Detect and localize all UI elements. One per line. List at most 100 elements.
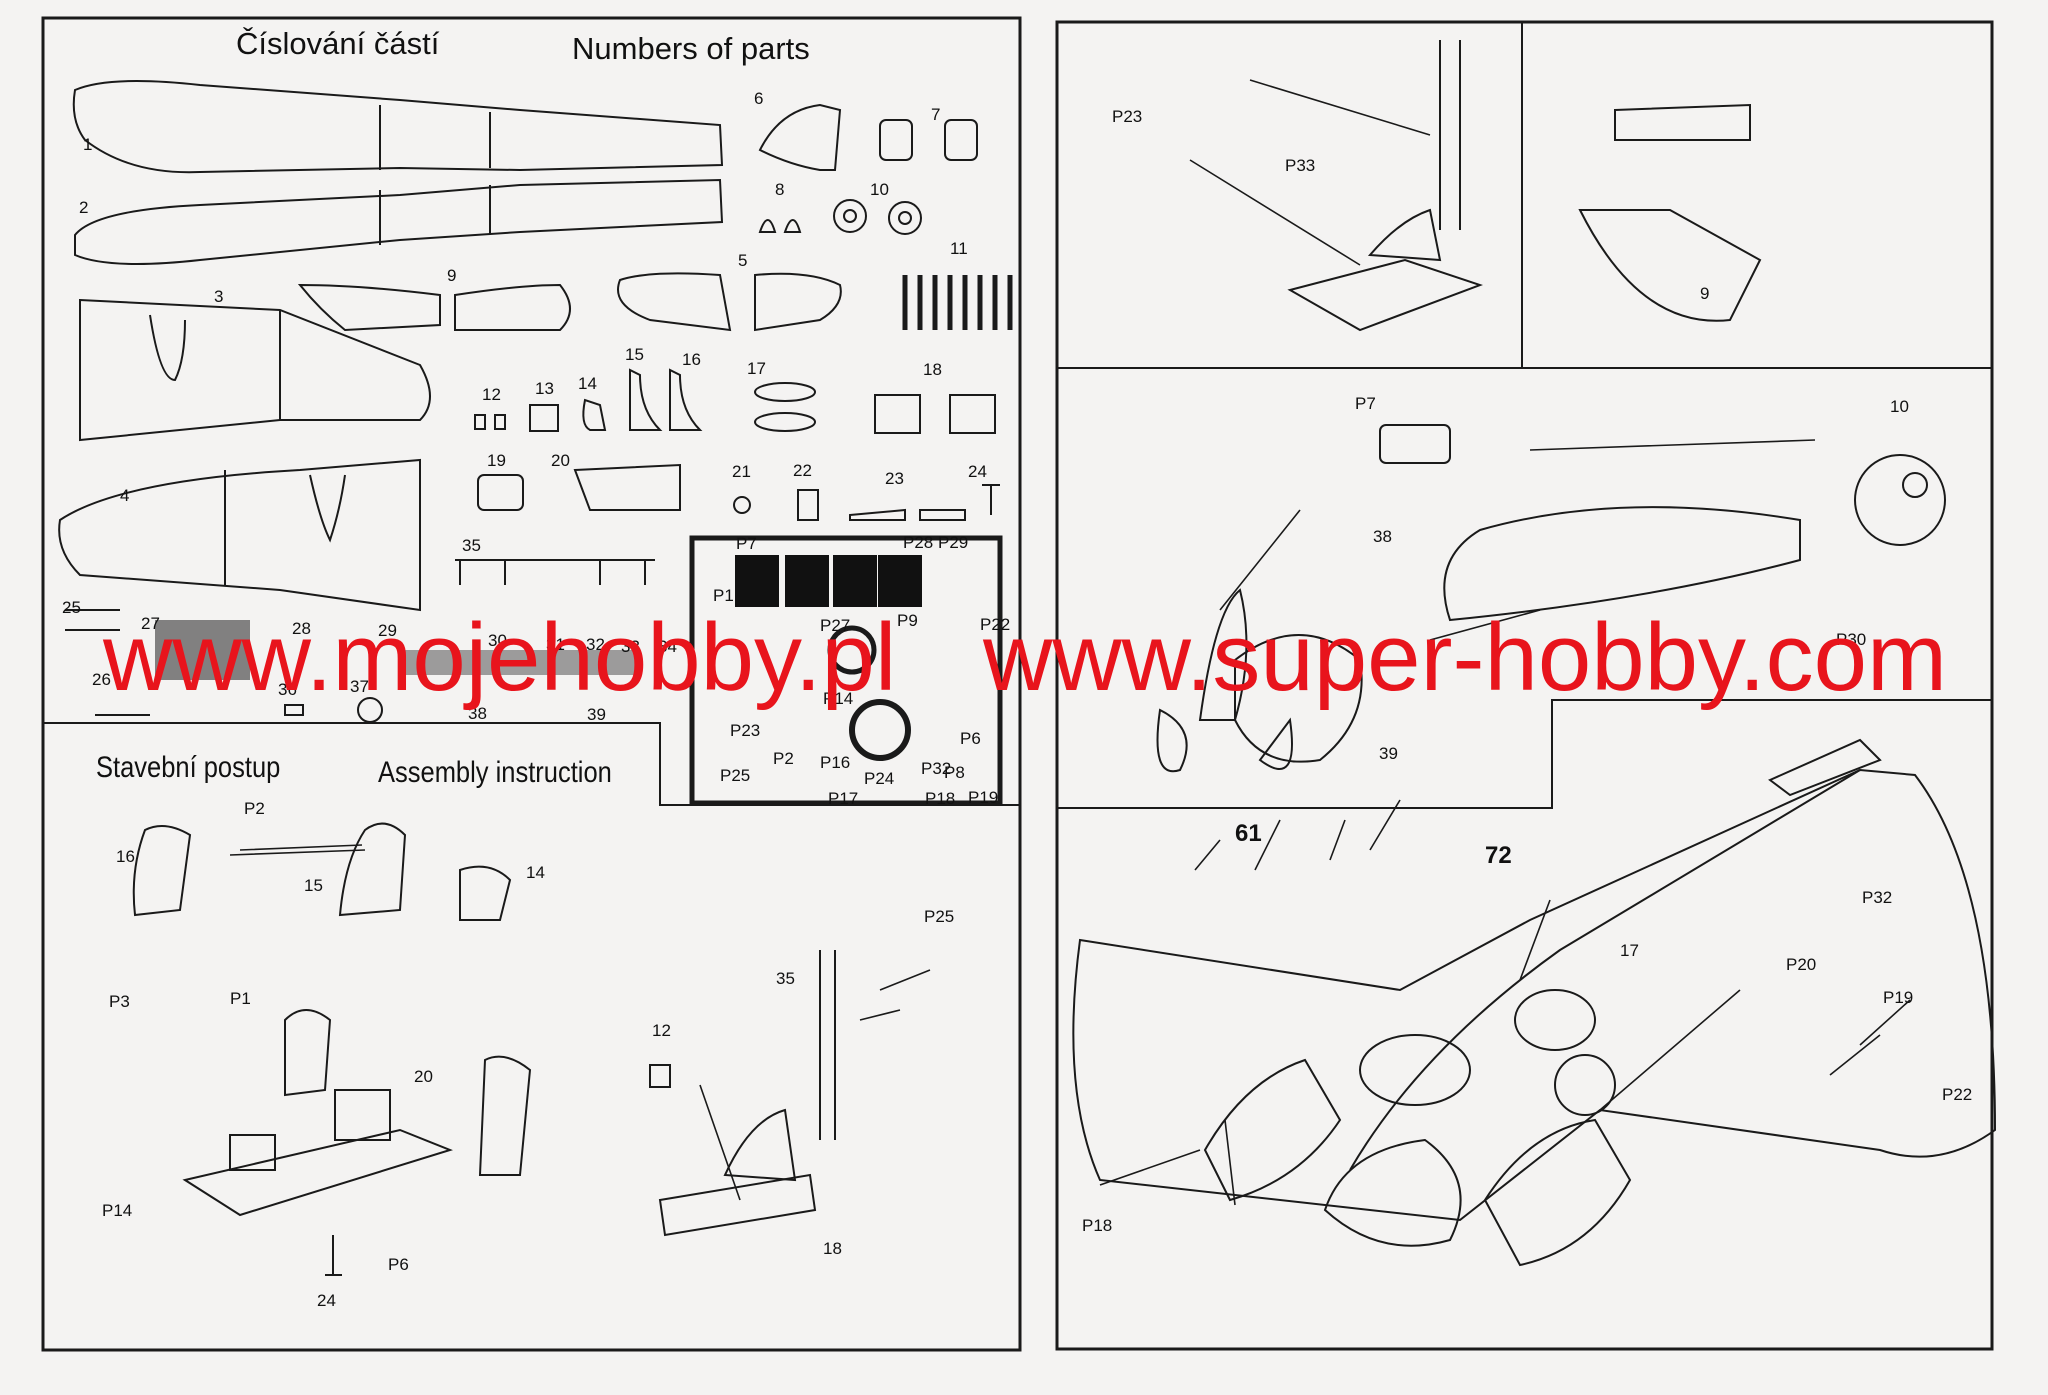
heading-assembly-en: Assembly instruction	[378, 756, 612, 789]
part-27-cage	[155, 620, 250, 680]
right-label-P32: P32	[1862, 888, 1893, 907]
etch-label-P24: P24	[864, 769, 895, 788]
right-label-P20: P20	[1786, 955, 1817, 974]
asm-seat-right	[478, 1055, 532, 1176]
right-label-P30: P30	[1836, 630, 1867, 649]
right-label-P7: P7	[1355, 394, 1376, 413]
part-23	[849, 508, 966, 521]
part-label-13: 13	[535, 379, 554, 398]
part-label-38: 38	[468, 704, 487, 723]
part-label-16: 16	[682, 350, 701, 369]
part-label-9: 9	[447, 266, 457, 285]
heading-assembly-cz: Stavební postup	[96, 751, 281, 784]
asm-label-P3: P3	[109, 992, 130, 1011]
part-label-34: 34	[658, 637, 677, 656]
etch-label-P23: P23	[730, 721, 761, 740]
part-label-30: 30	[488, 631, 507, 650]
part-16-seat	[669, 368, 703, 431]
etch-label-P7: P7	[736, 534, 757, 553]
photoetch-fret	[689, 535, 1003, 806]
cockpit-stick	[1439, 40, 1461, 230]
right-divider-mid	[1057, 699, 1992, 809]
etch-label-P14: P14	[823, 689, 854, 708]
asm-base-18	[658, 1173, 817, 1237]
etch-label-P2: P2	[773, 749, 794, 768]
part-label-18: 18	[923, 360, 942, 379]
part-label-35: 35	[462, 536, 481, 555]
part-10-wheels	[833, 199, 867, 233]
part-label-32: 32	[586, 635, 605, 654]
part-label-28: 28	[292, 619, 311, 638]
right-label-39: 39	[1379, 744, 1398, 763]
leader-lines	[229, 79, 1911, 1206]
part-label-12: 12	[482, 385, 501, 404]
asm-label-12: 12	[652, 1021, 671, 1040]
part-label-1: 1	[83, 135, 93, 154]
watermark-mojehobby: www.mojehobby.pl	[103, 604, 897, 711]
asm-part-12	[649, 1064, 671, 1088]
asm-label-20: 20	[414, 1067, 433, 1086]
part-label-7: 7	[931, 105, 941, 124]
parts-30-34-strip	[400, 650, 640, 675]
part-36	[284, 704, 304, 716]
part-label-23: 23	[885, 469, 904, 488]
part-3-wing	[79, 298, 431, 442]
etch-label-P1: P1	[713, 586, 734, 605]
part-21	[733, 496, 751, 514]
asm-seat-14	[459, 865, 512, 921]
part-label-6: 6	[754, 89, 764, 108]
part-label-4: 4	[120, 486, 130, 505]
part-label-24: 24	[968, 462, 987, 481]
mid-fuselage	[1443, 506, 1801, 622]
asm-label-14: 14	[526, 863, 545, 882]
part-24	[982, 484, 1000, 515]
asm-seat-15	[338, 822, 407, 917]
cockpit-seat	[1367, 208, 1442, 262]
part-label-3: 3	[214, 287, 224, 306]
parts-25-26	[65, 609, 150, 716]
part-17	[754, 382, 816, 402]
cockpit-base	[1287, 258, 1483, 332]
etch-label-P27: P27	[820, 616, 851, 635]
mid-engine	[1234, 634, 1363, 763]
etch-label-P9: P9	[897, 611, 918, 630]
right-label-P19: P19	[1883, 988, 1914, 1007]
part-4-wing	[58, 458, 421, 612]
right-label-P23: P23	[1112, 107, 1143, 126]
heading-parts-en: Numbers of parts	[572, 31, 810, 66]
plane-engine-right	[1483, 1118, 1632, 1267]
part-label-5: 5	[738, 251, 748, 270]
etch-label-P8: P8	[944, 763, 965, 782]
etch-label-P28: P28	[903, 533, 934, 552]
part-5-tailplanes	[617, 272, 842, 332]
mid-part-P7	[1379, 424, 1451, 464]
watermark-superhobby: www.super-hobby.com	[983, 604, 1947, 711]
asm-label-18: 18	[823, 1239, 842, 1258]
part-13	[529, 404, 559, 432]
part-6-rudder	[758, 103, 842, 171]
right-label-9: 9	[1700, 284, 1710, 303]
part-label-19: 19	[487, 451, 506, 470]
etch-label-P16: P16	[820, 753, 851, 772]
part-2-fuselage	[74, 178, 724, 265]
asm-box-b	[334, 1089, 391, 1141]
asm-label-24: 24	[317, 1291, 336, 1310]
asm-label-P25: P25	[924, 907, 955, 926]
part-11-exhausts	[902, 275, 1013, 330]
part-20-floor	[573, 463, 681, 511]
part-1-fuselage	[72, 80, 724, 174]
asm-label-15: 15	[304, 876, 323, 895]
part-label-31: 31	[546, 635, 565, 654]
right-panel-frame	[1055, 20, 1994, 1351]
part-22	[797, 489, 819, 521]
part-label-11: 11	[950, 239, 968, 258]
asm-seat-back	[284, 1009, 332, 1097]
asm-label-35: 35	[776, 969, 795, 988]
heading-parts-cz: Číslování částí	[236, 26, 440, 61]
nacelle-9	[1578, 209, 1762, 322]
right-label-38: 38	[1373, 527, 1392, 546]
asm-lever-24	[325, 1235, 342, 1276]
left-panel-frame	[41, 16, 1022, 1352]
part-label-37: 37	[350, 677, 369, 696]
asm-label-16: 16	[116, 847, 135, 866]
